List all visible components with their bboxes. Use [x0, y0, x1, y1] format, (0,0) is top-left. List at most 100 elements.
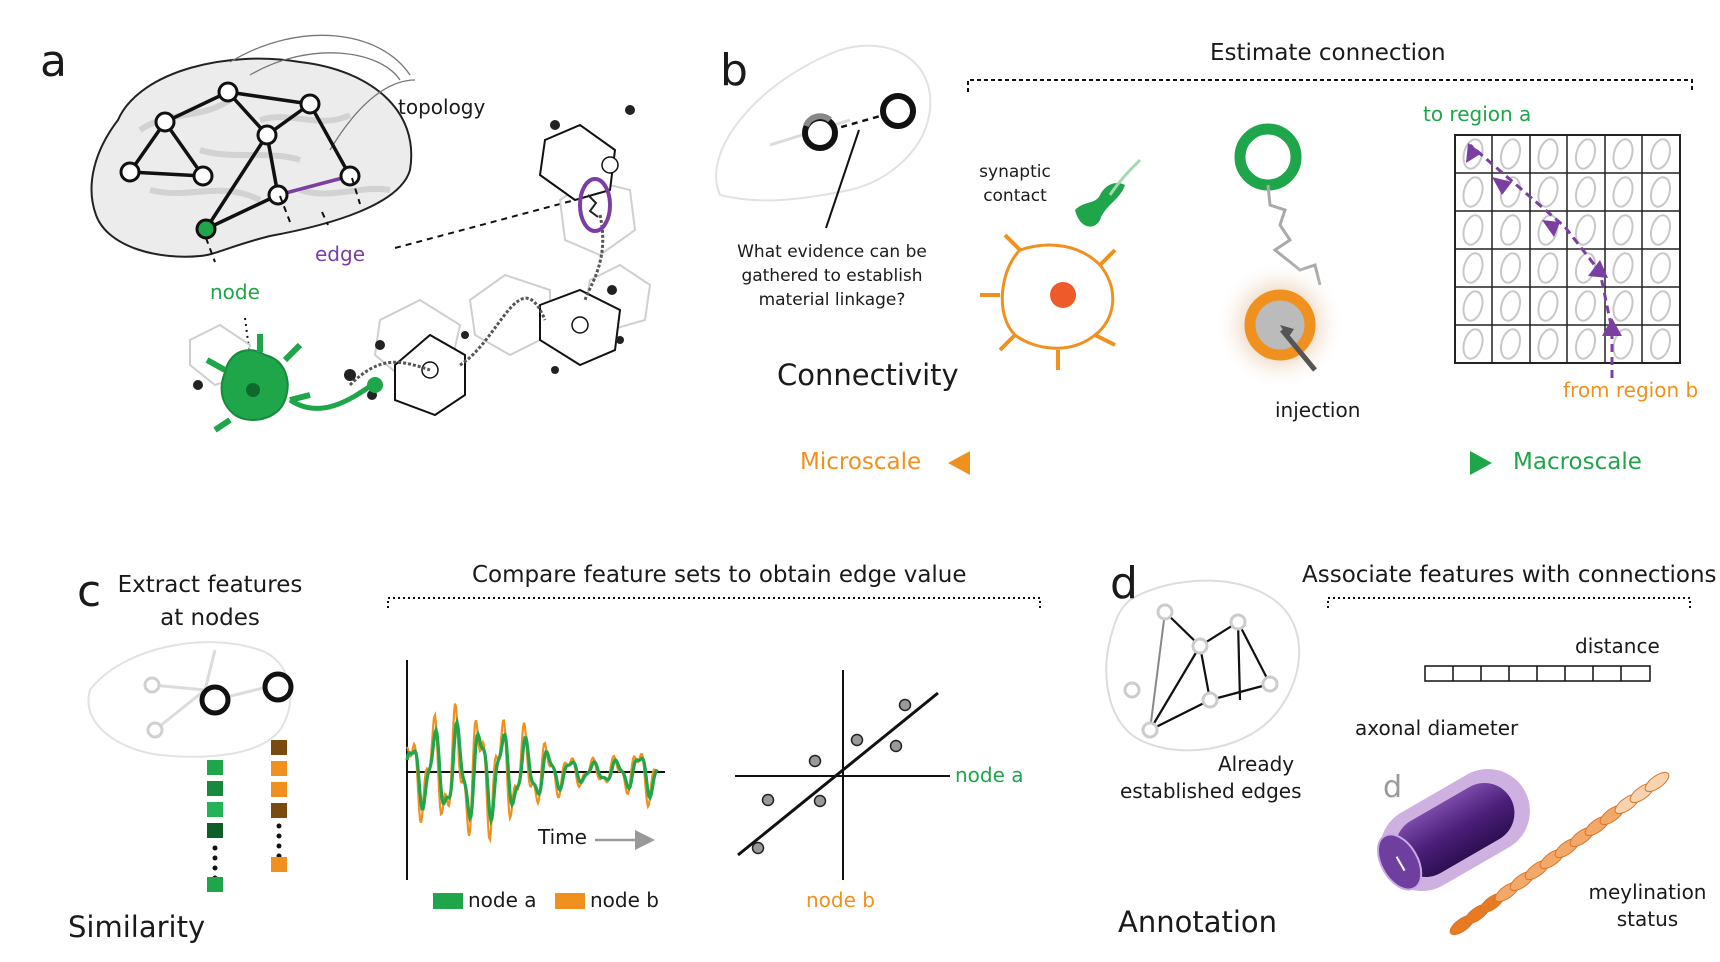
scatter-x-label: node a	[955, 763, 1024, 787]
orange-feature-square	[271, 857, 287, 872]
grid-cell-ellipse	[1574, 176, 1597, 208]
compare-header: Compare feature sets to obtain edge valu…	[472, 562, 967, 588]
grid-cell-ellipse	[1499, 138, 1522, 170]
similarity-title: Similarity	[68, 910, 206, 944]
grid-cell-ellipse	[1649, 328, 1672, 360]
grid-cell-ellipse	[1499, 214, 1522, 246]
axonal-diameter-label: axonal diameter	[1355, 716, 1519, 740]
node-label: node	[210, 280, 260, 304]
green-feature-square	[207, 781, 223, 796]
myelin-fiber	[1449, 771, 1670, 936]
grid-cell-ellipse	[1649, 290, 1672, 322]
grid-cell-ellipse	[1537, 138, 1559, 170]
question-line-2: gathered to establish	[741, 266, 923, 286]
extract-features-line-2: at nodes	[160, 605, 260, 631]
microscale-label: Microscale	[800, 449, 922, 475]
grid-cell-ellipse	[1612, 328, 1634, 360]
orange-feature-square	[271, 740, 287, 755]
panel-a-neuron-chain	[189, 105, 652, 433]
panel-b-brain-sketch	[715, 44, 932, 229]
green-feature-square	[207, 877, 223, 892]
grid-cell-ellipse	[1649, 176, 1672, 208]
panel-a-brain	[90, 34, 576, 373]
grid-cell-ellipse	[1612, 214, 1634, 246]
green-feature-square	[207, 823, 223, 838]
grid-cell-ellipse	[1537, 176, 1559, 208]
legend-node-a: node a	[468, 888, 537, 912]
panel-d-brain	[1105, 579, 1301, 752]
scale-arrow	[948, 451, 1492, 475]
myelin-segment	[1644, 771, 1670, 793]
feature-ellipsis-dot	[276, 843, 282, 849]
grid-cell-ellipse	[1537, 328, 1559, 360]
grid-cell-ellipse	[1462, 176, 1484, 208]
grid-cell-ellipse	[1499, 290, 1522, 322]
macroscale-label: Macroscale	[1513, 449, 1642, 475]
grid-cell-ellipse	[1537, 252, 1559, 284]
injection-graphic	[1215, 123, 1345, 390]
scatter-point	[850, 733, 864, 747]
scatter-plot	[735, 670, 950, 880]
from-region-label: from region b	[1563, 378, 1699, 402]
associate-header: Associate features with connections	[1302, 562, 1717, 588]
time-label: Time	[538, 825, 587, 849]
scatter-point	[889, 739, 903, 753]
feature-ellipsis-dot	[276, 833, 282, 839]
diameter-symbol: d	[1383, 770, 1403, 805]
feature-ellipsis-dot	[212, 855, 218, 861]
associate-bracket	[1327, 597, 1691, 608]
grid-cell-ellipse	[1612, 290, 1634, 322]
grid-cell-ellipse	[1537, 290, 1559, 322]
panel-d-letter: d	[1110, 558, 1138, 609]
grid-cell-ellipse	[1574, 214, 1597, 246]
grid-cell-ellipse	[1462, 328, 1484, 360]
grid-cell-ellipse	[1574, 138, 1597, 170]
grid-cell-ellipse	[1612, 138, 1634, 170]
synaptic-label-2: contact	[983, 186, 1047, 206]
compare-bracket	[387, 597, 1041, 608]
panel-a-letter: a	[40, 36, 67, 87]
panel-c-brain-sketch	[87, 641, 294, 758]
scatter-y-label: node b	[806, 888, 875, 912]
legend-node-b: node b	[590, 888, 659, 912]
grid-cell-ellipse	[1499, 328, 1522, 360]
synaptic-contact-graphic	[980, 158, 1142, 370]
green-feature-square	[207, 760, 223, 775]
orange-feature-square	[271, 761, 287, 776]
question-line-3: material linkage?	[758, 290, 906, 310]
panel-b-letter: b	[720, 45, 748, 96]
region-grid	[1454, 134, 1681, 378]
established-line-1: Already	[1218, 752, 1295, 776]
grid-cell-ellipse	[1612, 176, 1634, 208]
scatter-point	[898, 698, 912, 712]
annotation-title: Annotation	[1118, 905, 1278, 939]
grid-cell-ellipse	[1649, 138, 1672, 170]
grid-cell-ellipse	[1462, 214, 1484, 246]
grid-cell-ellipse	[1537, 214, 1559, 246]
distance-ruler	[1424, 665, 1651, 682]
feature-ellipsis-dot	[212, 845, 218, 851]
scatter-point	[761, 793, 775, 807]
estimate-bracket	[967, 79, 1693, 92]
edge-label: edge	[315, 242, 365, 266]
established-line-2: established edges	[1120, 779, 1302, 803]
grid-cell-ellipse	[1649, 214, 1672, 246]
to-region-label: to region a	[1423, 102, 1532, 126]
estimate-connection-header: Estimate connection	[1210, 40, 1446, 66]
grid-cell-ellipse	[1574, 290, 1597, 322]
synaptic-label-1: synaptic	[979, 162, 1051, 182]
grid-cell-ellipse	[1499, 252, 1522, 284]
distance-label: distance	[1575, 634, 1660, 658]
scatter-point	[751, 841, 765, 855]
grid-cell-ellipse	[1574, 328, 1597, 360]
grid-cell-ellipse	[1462, 290, 1484, 322]
orange-feature-square	[271, 803, 287, 818]
scatter-point	[808, 754, 822, 768]
axon-cylinder	[1376, 769, 1530, 891]
connectivity-title: Connectivity	[777, 358, 959, 392]
feature-ellipsis-dot	[212, 865, 218, 871]
panel-c-letter: c	[77, 566, 102, 617]
green-feature-square	[207, 802, 223, 817]
